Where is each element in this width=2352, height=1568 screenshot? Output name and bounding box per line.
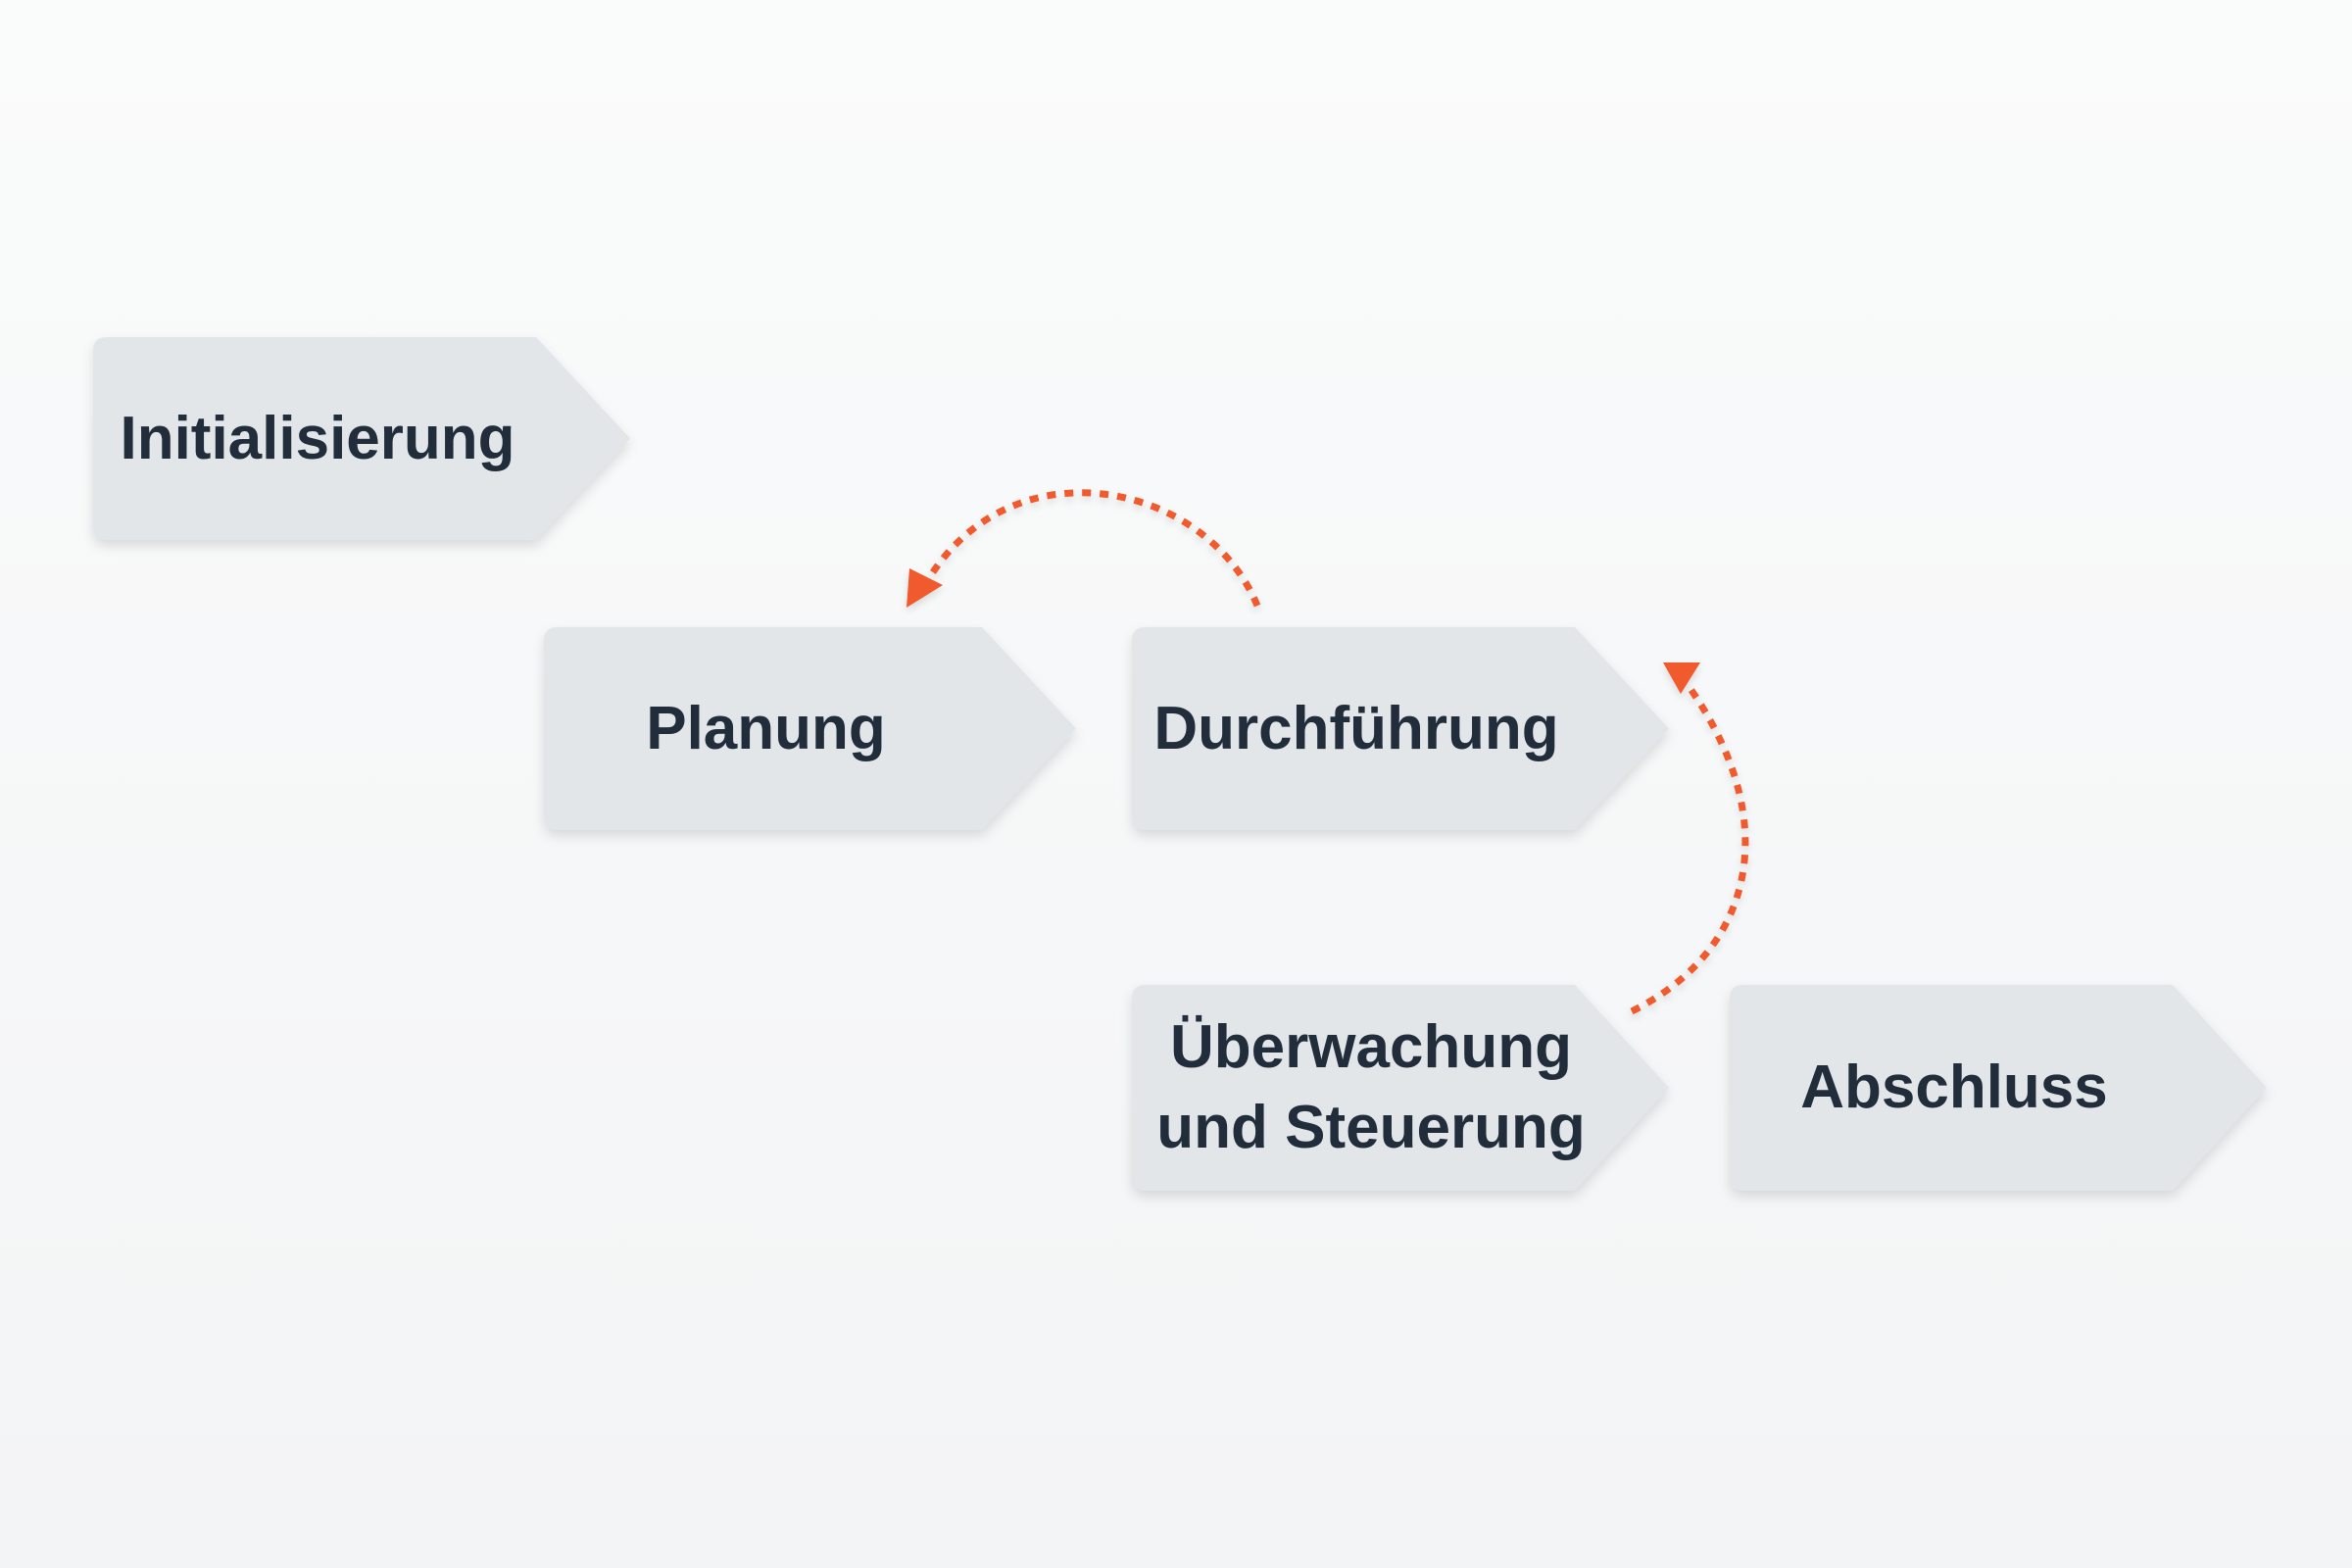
phase-label: Planung xyxy=(646,694,886,762)
arrow-box-shape xyxy=(1132,985,1669,1191)
phase-initialisierung: Initialisierung xyxy=(93,337,630,540)
arrow-box-shape xyxy=(1132,627,1669,830)
arrow-box-shape xyxy=(1730,985,2267,1191)
arrow-box-shape xyxy=(93,337,630,540)
connector-exec-to-plan xyxy=(906,489,1261,608)
arrowhead-icon xyxy=(1663,662,1700,694)
phase-ueberwachung-steuerung: Überwachung und Steuerung xyxy=(1132,985,1669,1191)
phase-label: Abschluss xyxy=(1800,1054,2108,1121)
phase-durchfuehrung: Durchführung xyxy=(1132,627,1669,830)
arrow-box-shape xyxy=(544,627,1076,830)
phase-abschluss: Abschluss xyxy=(1730,985,2267,1191)
phase-planung: Planung xyxy=(544,627,1076,830)
phase-label: Durchführung xyxy=(1153,694,1559,762)
phase-label: Überwachung und Steuerung xyxy=(1156,1013,1586,1161)
arrowhead-icon xyxy=(906,568,943,608)
connector-monitor-to-exec xyxy=(1630,662,1749,1015)
phase-label: Initialisierung xyxy=(120,404,515,472)
